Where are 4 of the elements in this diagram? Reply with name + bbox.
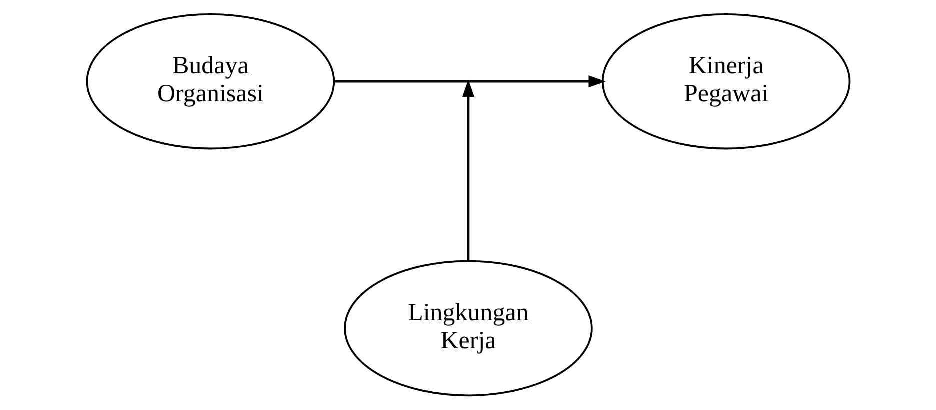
node-ellipse: Budaya Organisasi [86,13,335,150]
node-ellipse: Kinerja Pegawai [601,13,850,150]
arrow [334,76,606,97]
node-ellipse: Lingkungan Kerja [344,260,592,397]
